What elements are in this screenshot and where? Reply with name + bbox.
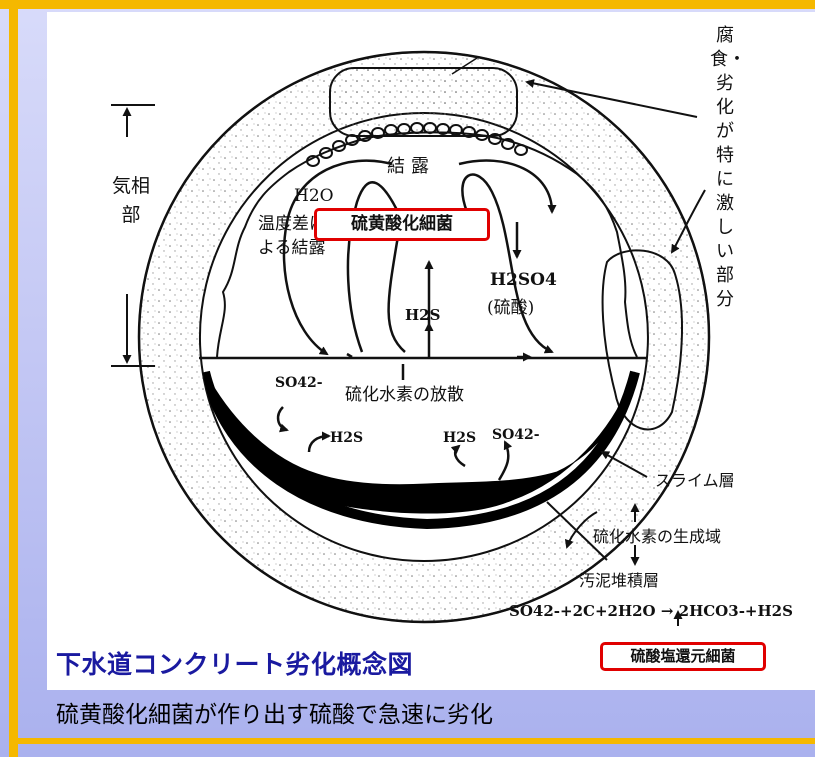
gas-phase-dimension — [111, 104, 155, 367]
h2s-left-label: H2S — [330, 430, 364, 446]
water-formula-label: H2O — [294, 186, 334, 206]
sewer-pipe-diagram: 気相部 腐食・劣化が特に激しい部分 結露 H2O 温度差に よる結露 硫黄酸化細… — [47, 12, 815, 690]
top-accent-bar — [0, 0, 815, 9]
sulfate-right-label: SO42- — [492, 427, 540, 443]
right-corrosion-area — [601, 249, 684, 431]
condensation-droplets — [306, 122, 528, 167]
sulfate-left-label: SO42- — [275, 375, 323, 391]
temp-condensation-label-1: 温度差に — [258, 214, 326, 234]
sulfuric-acid-name-label: (硫酸) — [487, 298, 535, 318]
h2s-center-label: H2S — [405, 306, 441, 324]
sulfur-oxidizing-bacteria-box: 硫黄酸化細菌 — [314, 208, 490, 241]
sulfate-reducing-bacteria-box: 硫酸塩還元細菌 — [600, 642, 766, 671]
corrosion-label: 腐食・劣化が特に激しい部分 — [710, 25, 746, 310]
caption-title: 下水道コンクリート劣化概念図 — [56, 650, 414, 679]
gas-phase-label: 気相部 — [111, 175, 150, 226]
sludge-layer-label: 汚泥堆積層 — [579, 571, 660, 590]
h2s-diffusion-label: 硫化水素の放散 — [345, 385, 464, 405]
sulfuric-acid-formula-label: H2SO4 — [490, 270, 557, 290]
temp-condensation-label-2: よる結露 — [258, 238, 326, 258]
caption-subtitle: 硫黄酸化細菌が作り出す硫酸で急速に劣化 — [56, 702, 493, 728]
h2s-mid-label: H2S — [443, 430, 477, 446]
diagram-drawing — [111, 50, 711, 626]
reaction-equation-label: SO42-+2C+2H2O → 2HCO3-+H2S — [509, 602, 793, 620]
slime-layer-label: スライム層 — [655, 471, 735, 490]
top-corrosion-area — [329, 67, 518, 137]
condensation-top-label: 結露 — [387, 156, 435, 177]
left-accent-bar — [9, 0, 18, 757]
bottom-accent-bar — [9, 738, 815, 744]
h2s-generation-zone-label: 硫化水素の生成域 — [593, 527, 722, 546]
